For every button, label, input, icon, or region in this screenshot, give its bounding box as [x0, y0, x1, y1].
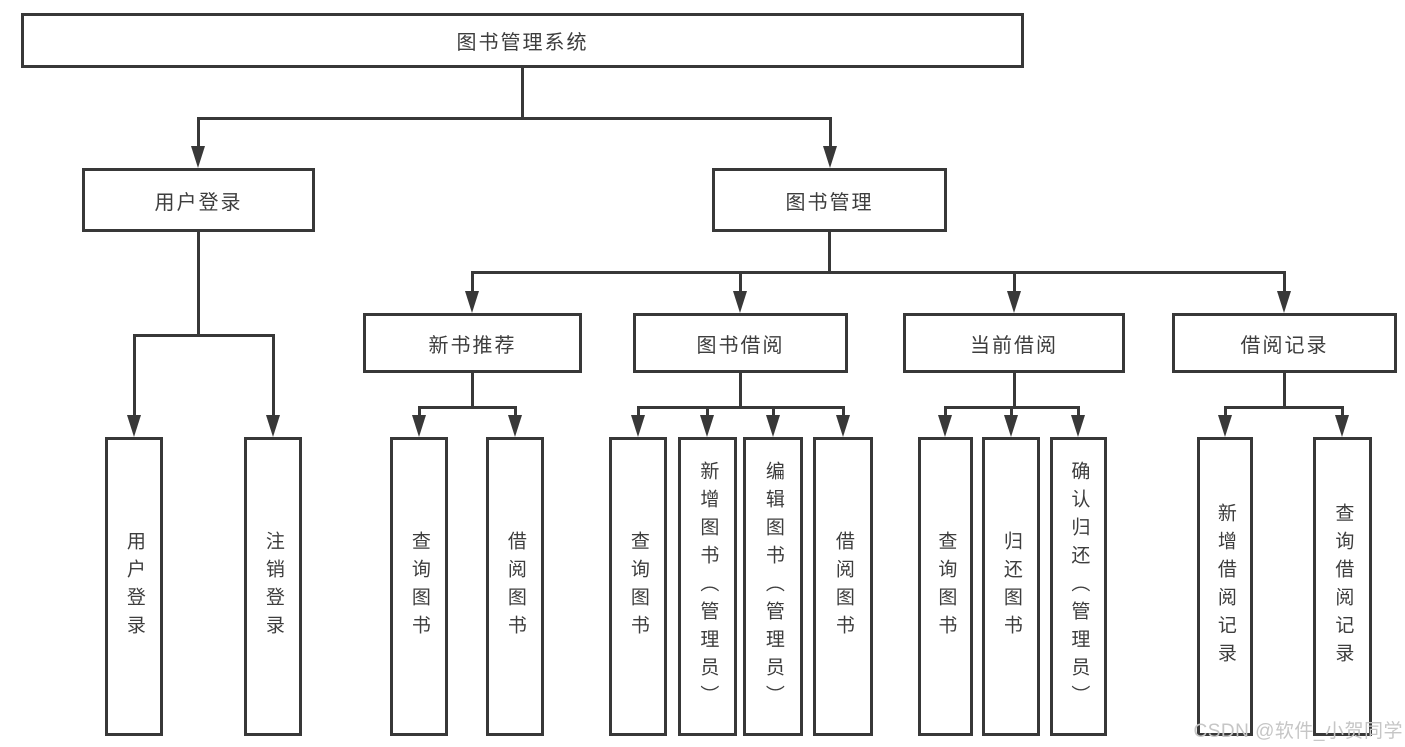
- arrowhead-down-icon: [1007, 291, 1021, 313]
- arrowhead-down-icon: [1004, 415, 1018, 437]
- node-label-leaf-add-borrow-rec: 新增借阅记录: [1214, 502, 1236, 671]
- connector-stub-6: [1282, 373, 1286, 409]
- arrowhead-down-icon: [823, 146, 837, 168]
- node-label-book-management: 图书管理: [785, 191, 874, 214]
- connector-rail-3: [417, 405, 517, 409]
- diagram-node-book-management: 图书管理: [712, 168, 947, 232]
- diagram-node-current-borrow: 当前借阅: [903, 313, 1125, 373]
- diagram-node-borrow-record: 借阅记录: [1172, 313, 1397, 373]
- diagram-node-leaf-query-borrow-rec: 查询借阅记录: [1313, 437, 1372, 736]
- diagram-node-leaf-query-book-1: 查询图书: [390, 437, 448, 736]
- node-label-leaf-query-borrow-rec: 查询借阅记录: [1332, 502, 1354, 671]
- node-label-leaf-add-book: 新增图书（管理员）: [697, 460, 719, 713]
- connector-stub-5: [1012, 373, 1016, 409]
- connector-arrow-shaft-0: [196, 118, 200, 154]
- connector-rail-4: [636, 405, 845, 409]
- arrowhead-down-icon: [700, 415, 714, 437]
- node-label-leaf-query-book-1: 查询图书: [408, 530, 430, 643]
- node-label-leaf-return-book: 归还图书: [1000, 530, 1022, 643]
- connector-rail-0: [196, 116, 832, 120]
- watermark: CSDN @软件_小贺同学: [1193, 721, 1403, 742]
- node-label-book-borrow: 图书借阅: [696, 334, 785, 357]
- connector-arrow-shaft-6: [1012, 272, 1016, 299]
- diagram-node-book-borrow: 图书借阅: [633, 313, 848, 373]
- connector-rail-6: [1223, 405, 1344, 409]
- arrowhead-down-icon: [1218, 415, 1232, 437]
- connector-arrow-shaft-1: [828, 118, 832, 154]
- connector-arrow-shaft-3: [271, 335, 275, 423]
- diagram-node-leaf-add-book: 新增图书（管理员）: [678, 437, 737, 736]
- connector-arrow-shaft-4: [470, 272, 474, 299]
- connector-rail-2: [470, 270, 1286, 274]
- arrowhead-down-icon: [631, 415, 645, 437]
- connector-stub-2: [827, 232, 831, 274]
- node-label-user-login: 用户登录: [154, 191, 243, 214]
- node-label-leaf-query-book-2: 查询图书: [627, 530, 649, 643]
- diagram-node-leaf-return-book: 归还图书: [982, 437, 1040, 736]
- diagram-node-leaf-borrow-book-2: 借阅图书: [813, 437, 873, 736]
- node-label-leaf-confirm-return: 确认归还（管理员）: [1068, 460, 1090, 713]
- arrowhead-down-icon: [465, 291, 479, 313]
- arrowhead-down-icon: [508, 415, 522, 437]
- connector-stub-4: [738, 373, 742, 409]
- diagram-node-root: 图书管理系统: [21, 13, 1024, 68]
- node-label-leaf-user-login: 用户登录: [123, 530, 145, 643]
- connector-arrow-shaft-2: [132, 335, 136, 423]
- connector-stub-0: [520, 68, 524, 120]
- diagram-node-new-book-recommend: 新书推荐: [363, 313, 582, 373]
- arrowhead-down-icon: [733, 291, 747, 313]
- node-label-leaf-borrow-book-1: 借阅图书: [504, 530, 526, 643]
- connector-rail-1: [132, 333, 275, 337]
- connector-stub-1: [196, 232, 200, 337]
- node-label-leaf-edit-book: 编辑图书（管理员）: [762, 460, 784, 713]
- diagram-node-leaf-confirm-return: 确认归还（管理员）: [1050, 437, 1107, 736]
- diagram-node-leaf-edit-book: 编辑图书（管理员）: [743, 437, 803, 736]
- arrowhead-down-icon: [1277, 291, 1291, 313]
- diagram-node-leaf-borrow-book-1: 借阅图书: [486, 437, 544, 736]
- arrowhead-down-icon: [938, 415, 952, 437]
- connector-arrow-shaft-5: [738, 272, 742, 299]
- node-label-new-book-recommend: 新书推荐: [428, 334, 517, 357]
- node-label-leaf-borrow-book-2: 借阅图书: [832, 530, 854, 643]
- arrowhead-down-icon: [191, 146, 205, 168]
- node-label-root: 图书管理系统: [456, 32, 589, 54]
- arrowhead-down-icon: [127, 415, 141, 437]
- diagram-node-leaf-query-book-3: 查询图书: [918, 437, 973, 736]
- node-label-leaf-query-book-3: 查询图书: [935, 530, 957, 643]
- connector-arrow-shaft-7: [1282, 272, 1286, 299]
- arrowhead-down-icon: [766, 415, 780, 437]
- diagram-node-user-login: 用户登录: [82, 168, 315, 232]
- diagram-node-leaf-query-book-2: 查询图书: [609, 437, 667, 736]
- node-label-current-borrow: 当前借阅: [970, 334, 1058, 357]
- diagram-node-leaf-add-borrow-rec: 新增借阅记录: [1197, 437, 1253, 736]
- arrowhead-down-icon: [1335, 415, 1349, 437]
- node-label-leaf-logout: 注销登录: [262, 530, 284, 643]
- node-label-borrow-record: 借阅记录: [1240, 334, 1329, 357]
- arrowhead-down-icon: [1071, 415, 1085, 437]
- diagram-node-leaf-logout: 注销登录: [244, 437, 302, 736]
- arrowhead-down-icon: [266, 415, 280, 437]
- arrowhead-down-icon: [412, 415, 426, 437]
- diagram-node-leaf-user-login: 用户登录: [105, 437, 163, 736]
- arrowhead-down-icon: [836, 415, 850, 437]
- connector-stub-3: [470, 373, 474, 409]
